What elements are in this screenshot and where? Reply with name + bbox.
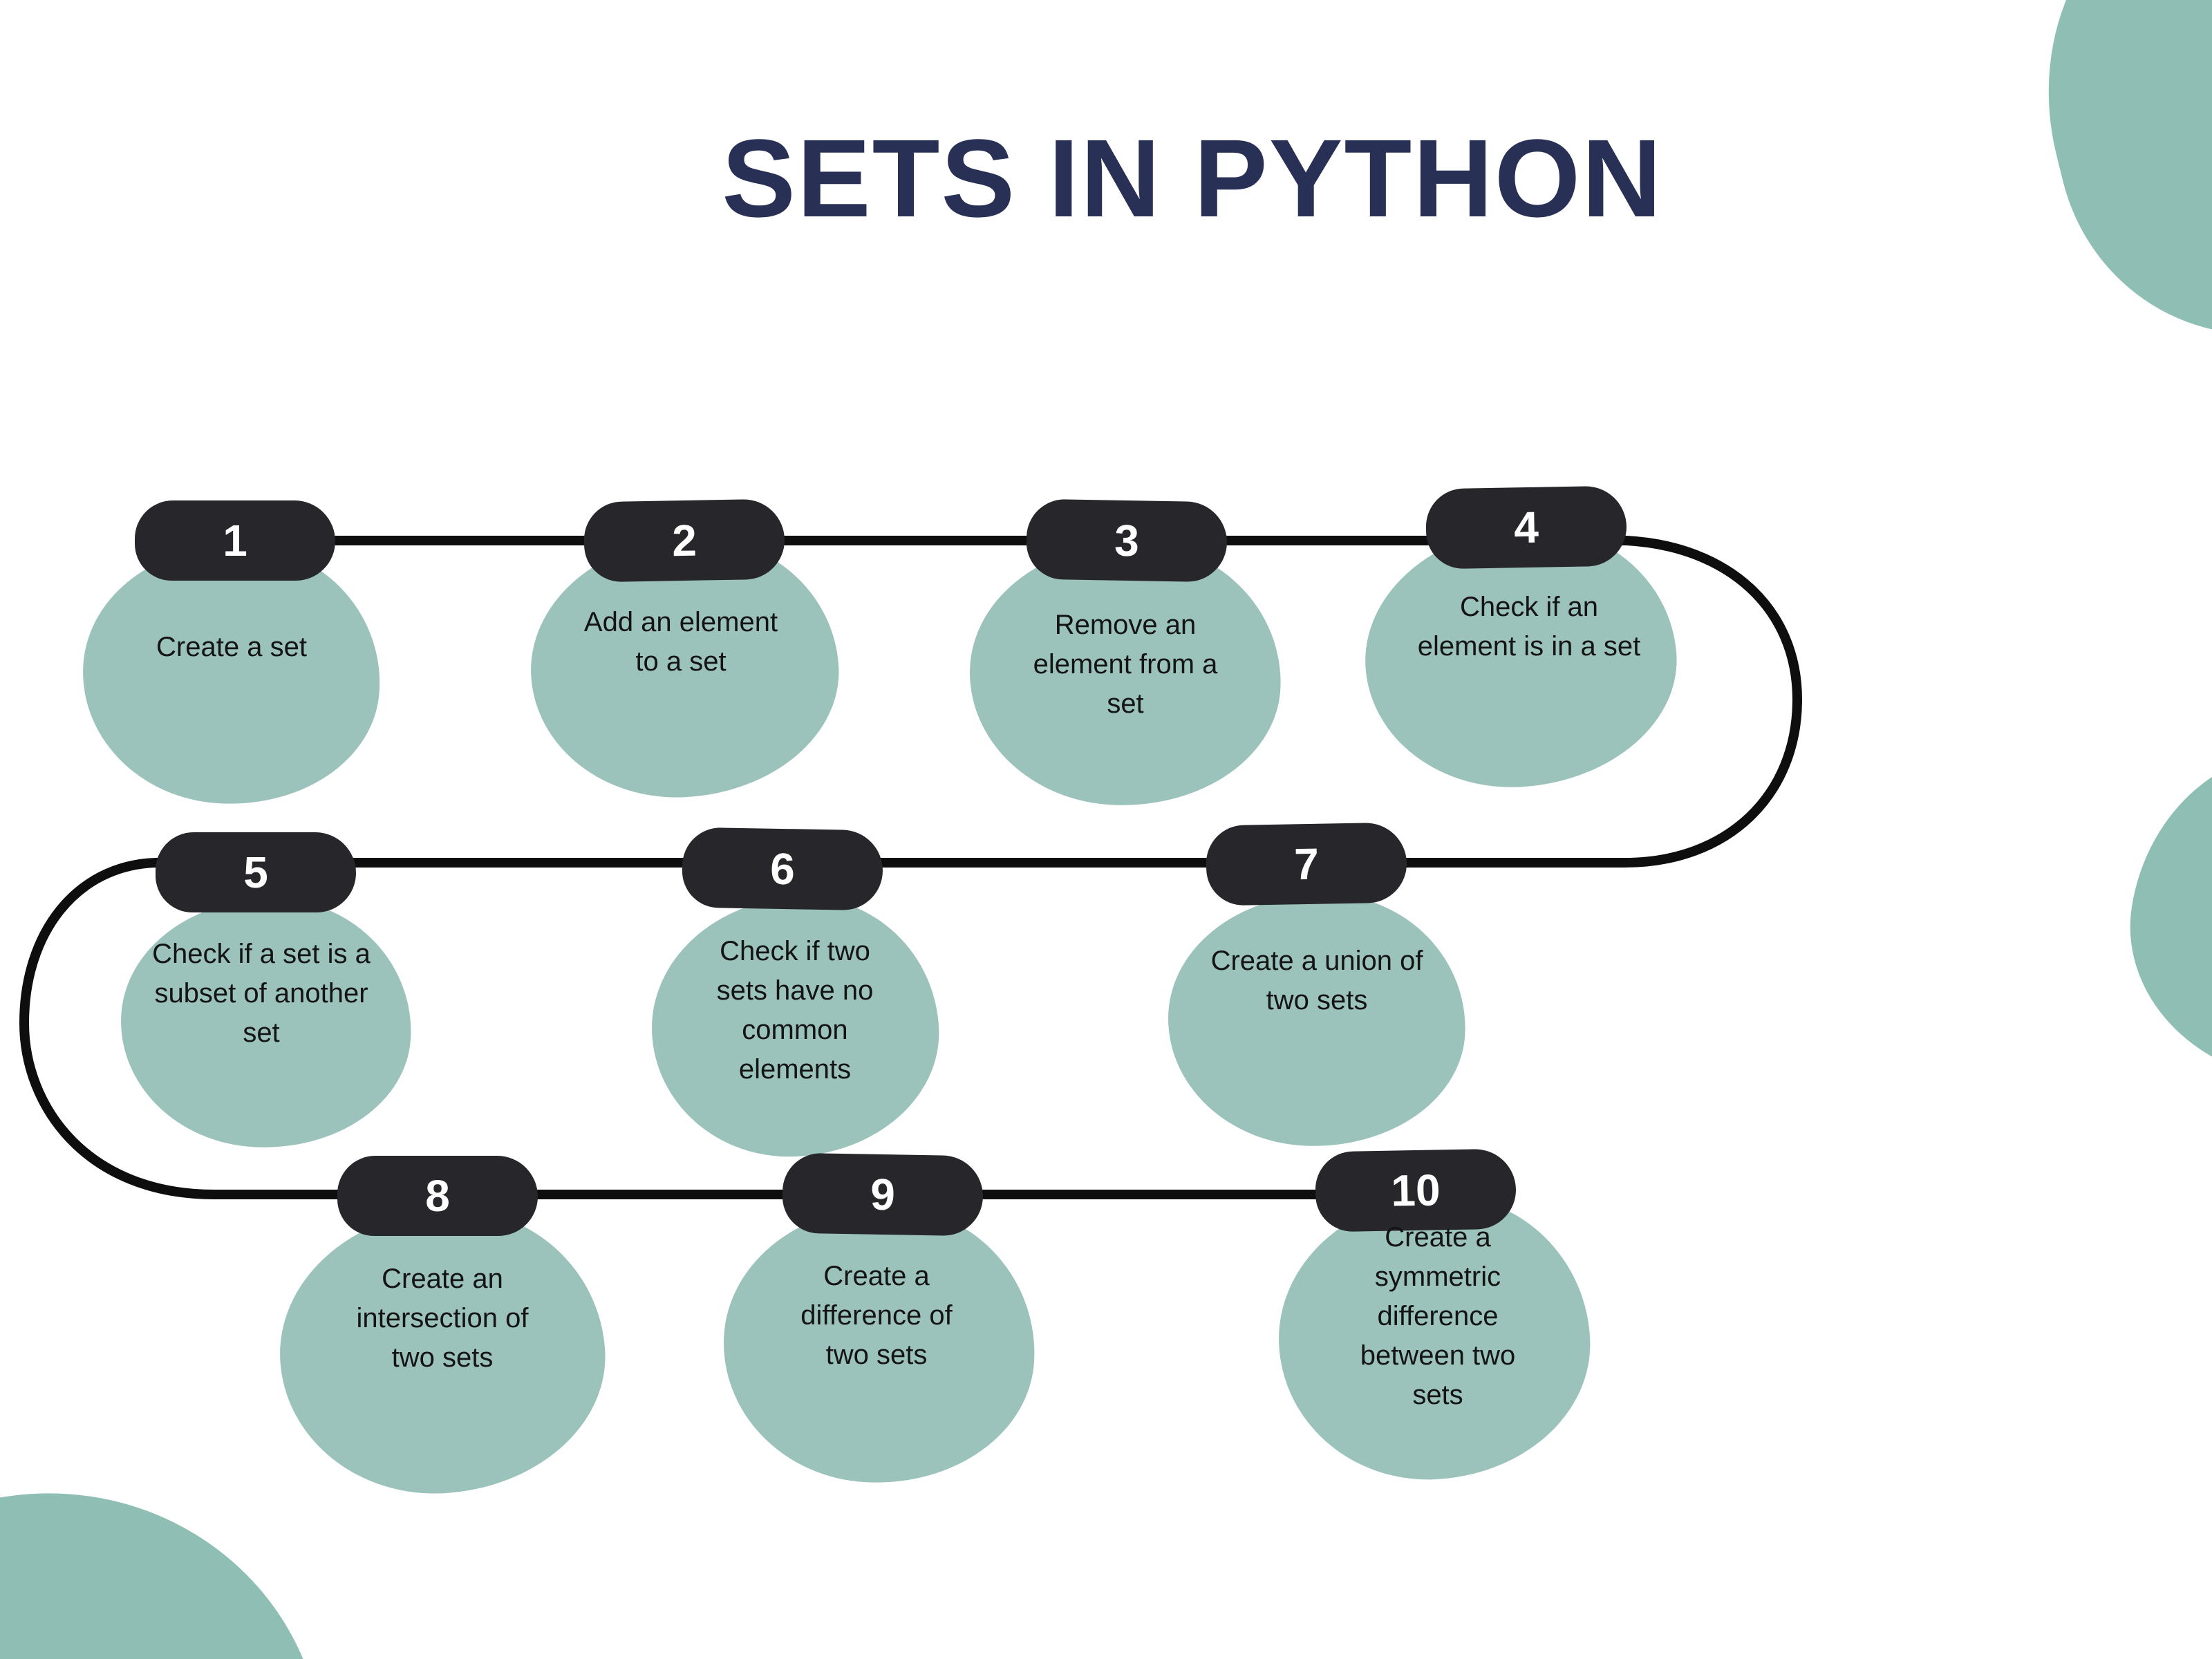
step-5-number: 5: [243, 847, 268, 897]
step-2-label: Add an element to a set: [583, 607, 778, 677]
page-title: SETS IN PYTHON: [722, 116, 1663, 240]
step-5-label: Check if a set is a subset of another se…: [152, 939, 371, 1048]
step-8-number: 8: [425, 1171, 450, 1221]
step-10-label: Create a symmetric difference between tw…: [1360, 1222, 1516, 1410]
step-6-number-badge: 6: [682, 827, 883, 911]
step-10-number: 10: [1390, 1165, 1441, 1216]
step-9-number: 9: [870, 1169, 896, 1220]
flow-connector-path: [19, 536, 1803, 1199]
step-5-number-badge: 5: [156, 832, 356, 912]
step-2-number-badge: 2: [583, 498, 785, 583]
step-1-label: Create a set: [156, 632, 307, 662]
step-9-number-badge: 9: [782, 1152, 984, 1237]
step-7-label: Create a union of two sets: [1210, 946, 1423, 1015]
step-4-label: Check if an element is in a set: [1417, 592, 1641, 662]
step-1-number-badge: 1: [135, 500, 335, 581]
step-7-number-badge: 7: [1206, 822, 1407, 906]
step-2-number: 2: [671, 515, 697, 566]
step-8-label: Create an intersection of two sets: [356, 1264, 529, 1373]
step-4-number-badge: 4: [1425, 485, 1627, 570]
step-9-label: Create a difference of two sets: [800, 1261, 953, 1370]
step-6-label: Check if two sets have no common element…: [716, 936, 874, 1085]
step-3-number: 3: [1114, 515, 1140, 566]
step-3-label: Remove an element from a set: [1033, 610, 1218, 719]
step-6-number: 6: [769, 843, 796, 894]
step-3-number-badge: 3: [1026, 498, 1228, 583]
step-7-number: 7: [1293, 838, 1320, 890]
step-8-number-badge: 8: [337, 1156, 538, 1236]
step-4-number: 4: [1513, 502, 1539, 553]
step-1-number: 1: [223, 516, 247, 565]
